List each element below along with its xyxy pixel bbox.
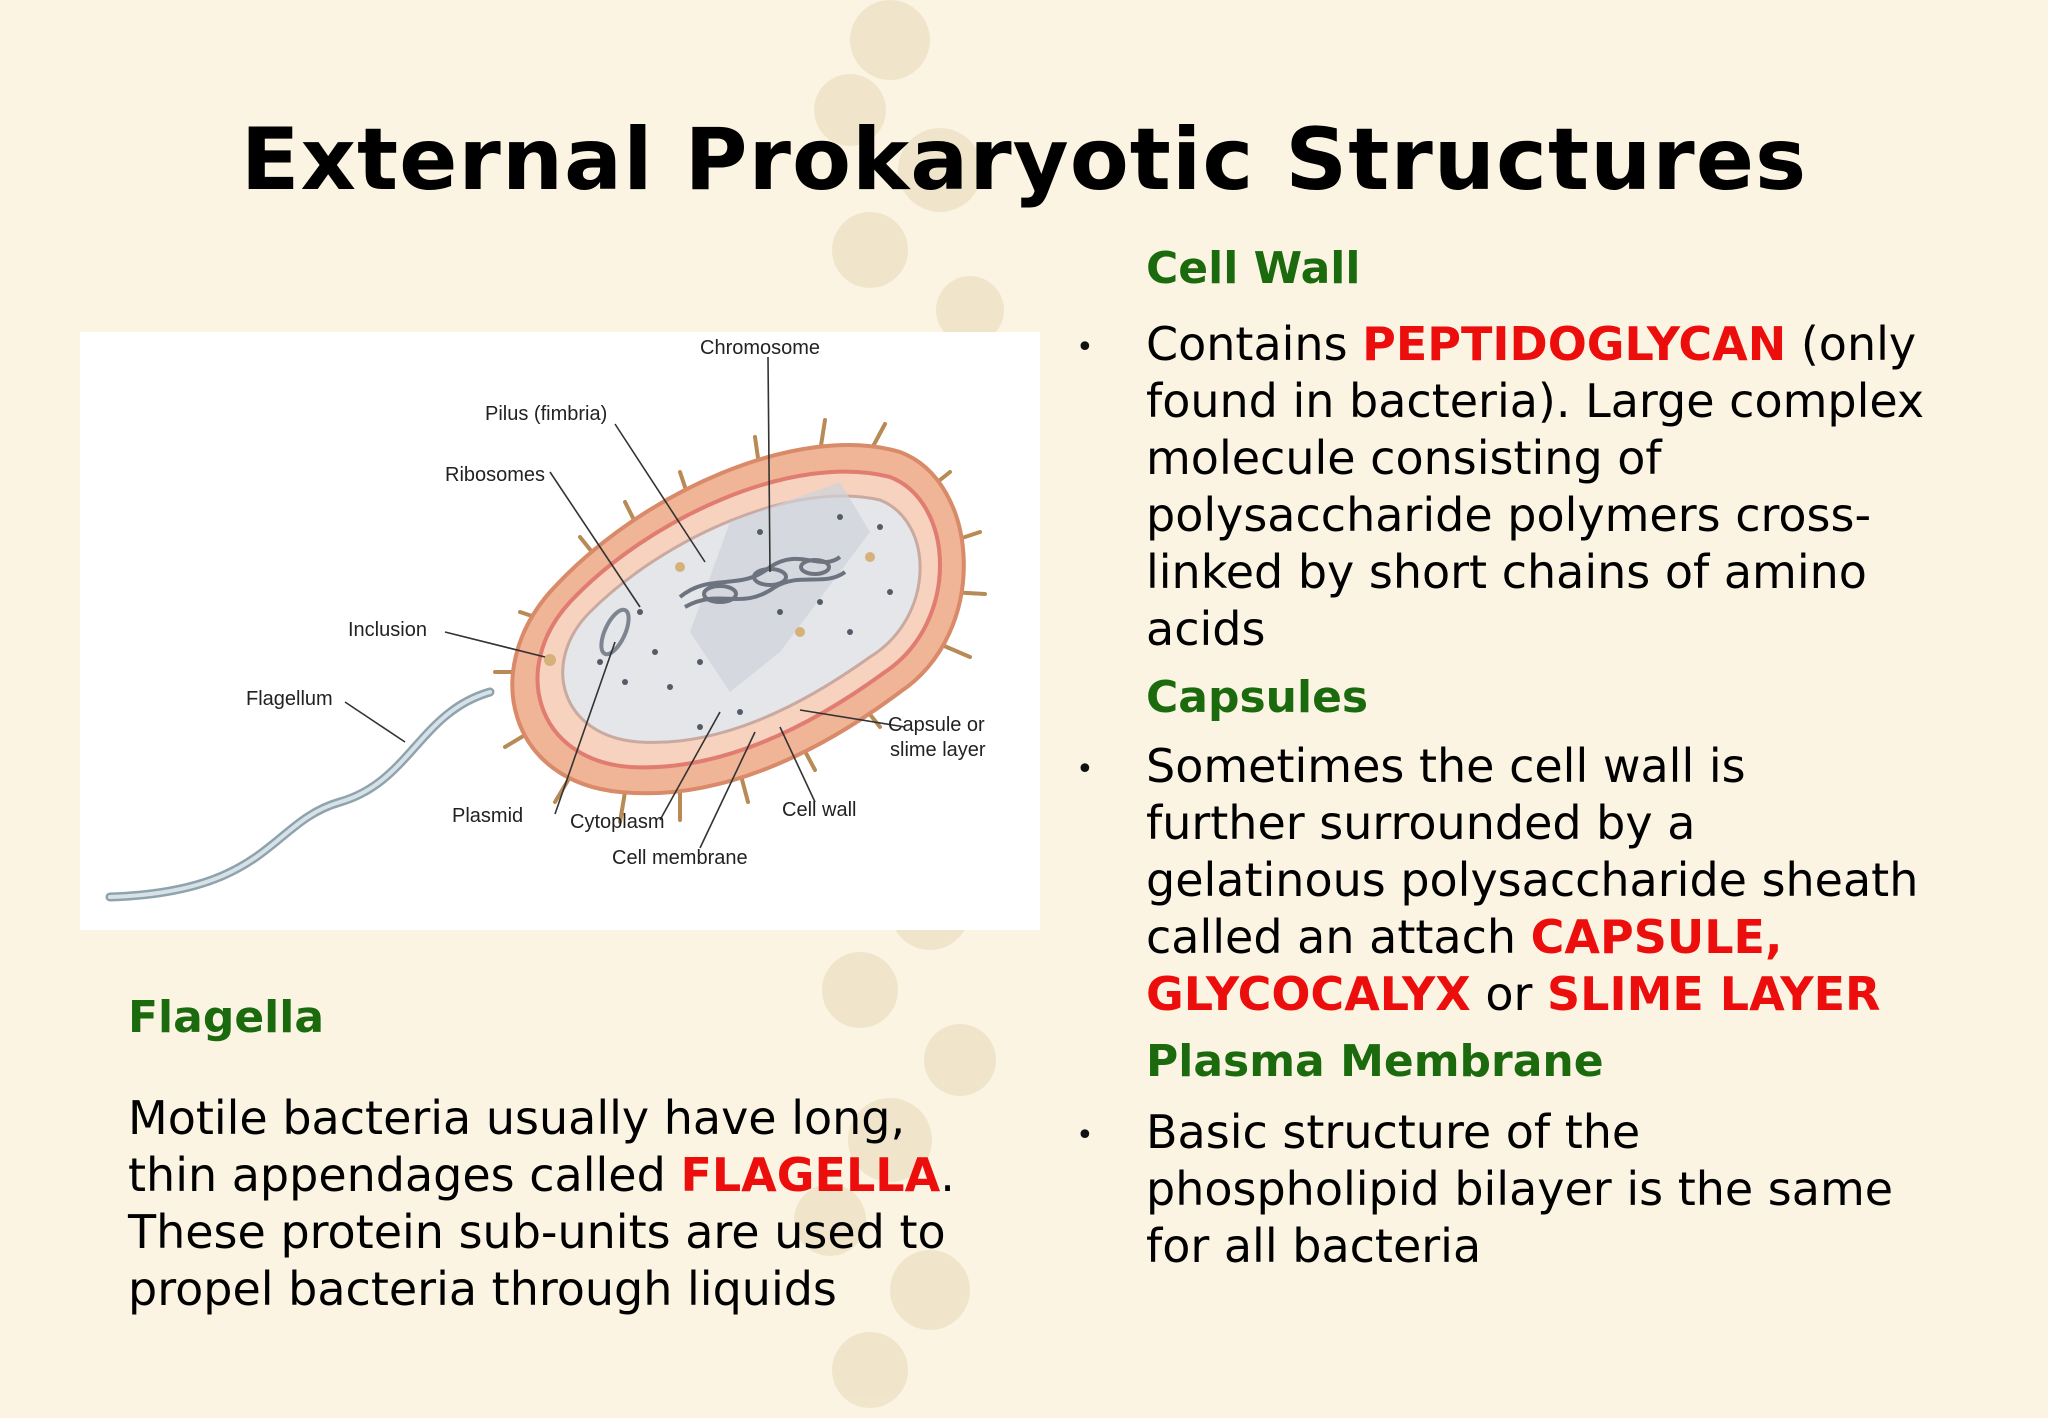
flagella-paragraph: Motile bacteria usually have long, thin … [128, 1090, 1048, 1318]
label-cytoplasm: Cytoplasm [570, 811, 664, 833]
leader-lines [344, 356, 906, 849]
cell-wall-line-3: molecule consisting of [1146, 431, 1662, 485]
plasma-membrane-paragraph: Basic structure of the phospholipid bila… [1146, 1104, 2026, 1275]
label-plasmid: Plasmid [452, 805, 523, 827]
capsules-line-1: Sometimes the cell wall is [1146, 739, 1746, 793]
label-flagellum: Flagellum [246, 688, 333, 710]
label-cell-wall: Cell wall [782, 799, 856, 821]
highlight-peptidoglycan: PEPTIDOGLYCAN [1362, 317, 1787, 371]
capsules-line-2: further surrounded by a [1146, 796, 1696, 850]
flagella-line-2: thin appendages called FLAGELLA. [128, 1148, 955, 1202]
cell-wall-paragraph: Contains PEPTIDOGLYCAN (only found in ba… [1146, 316, 2026, 658]
cell-wall-bullet: • [1076, 330, 1094, 365]
capsules-heading: Capsules [1146, 672, 1369, 723]
cell-wall-line-5: linked by short chains of amino [1146, 545, 1867, 599]
label-chromosome: Chromosome [700, 337, 820, 359]
highlight-capsule: CAPSULE, [1530, 910, 1783, 964]
ribosomes-dots [597, 514, 893, 730]
flagella-heading: Flagella [128, 992, 325, 1043]
capsules-line-5: GLYCOCALYX or SLIME LAYER [1146, 967, 1881, 1021]
highlight-flagella: FLAGELLA [680, 1148, 941, 1202]
cell-wall-line-1: Contains PEPTIDOGLYCAN (only [1146, 317, 1917, 371]
flagella-line-1: Motile bacteria usually have long, [128, 1091, 906, 1145]
cell-illustration: Chromosome Pilus (fimbria) Ribosomes Inc… [105, 337, 987, 902]
plasma-membrane-bullet: • [1076, 1118, 1094, 1153]
capsules-paragraph: Sometimes the cell wall is further surro… [1146, 738, 2026, 1023]
plasma-membrane-line-3: for all bacteria [1146, 1219, 1482, 1273]
plasmid-shape [599, 607, 631, 657]
highlight-slime-layer: SLIME LAYER [1547, 967, 1881, 1021]
label-ribosomes: Ribosomes [445, 464, 545, 486]
flagellum-shape [105, 687, 495, 902]
label-pilus: Pilus (fimbria) [485, 403, 607, 425]
cell-wall-line-4: polysaccharide polymers cross- [1146, 488, 1872, 542]
prokaryotic-cell-diagram: Chromosome Pilus (fimbria) Ribosomes Inc… [80, 332, 1040, 930]
cell-wall-heading: Cell Wall [1146, 243, 1361, 294]
label-capsule-line-2: slime layer [890, 739, 986, 761]
plasma-membrane-heading: Plasma Membrane [1146, 1036, 1604, 1087]
label-cell-membrane: Cell membrane [612, 847, 748, 869]
capsules-line-4: called an attach CAPSULE, [1146, 910, 1783, 964]
cell-wall-line-2: found in bacteria). Large complex [1146, 374, 1925, 428]
label-inclusion: Inclusion [348, 619, 427, 641]
highlight-glycocalyx: GLYCOCALYX [1146, 967, 1471, 1021]
cell-wall-line-6: acids [1146, 602, 1266, 656]
plasma-membrane-line-2: phospholipid bilayer is the same [1146, 1162, 1894, 1216]
flagella-line-4: propel bacteria through liquids [128, 1262, 837, 1316]
slide-title: External Prokaryotic Structures [240, 110, 1808, 210]
plasma-membrane-line-1: Basic structure of the [1146, 1105, 1641, 1159]
capsules-line-3: gelatinous polysaccharide sheath [1146, 853, 1919, 907]
flagella-line-3: These protein sub-units are used to [128, 1205, 946, 1259]
capsules-bullet: • [1076, 752, 1094, 787]
label-capsule-line-1: Capsule or [888, 714, 985, 736]
